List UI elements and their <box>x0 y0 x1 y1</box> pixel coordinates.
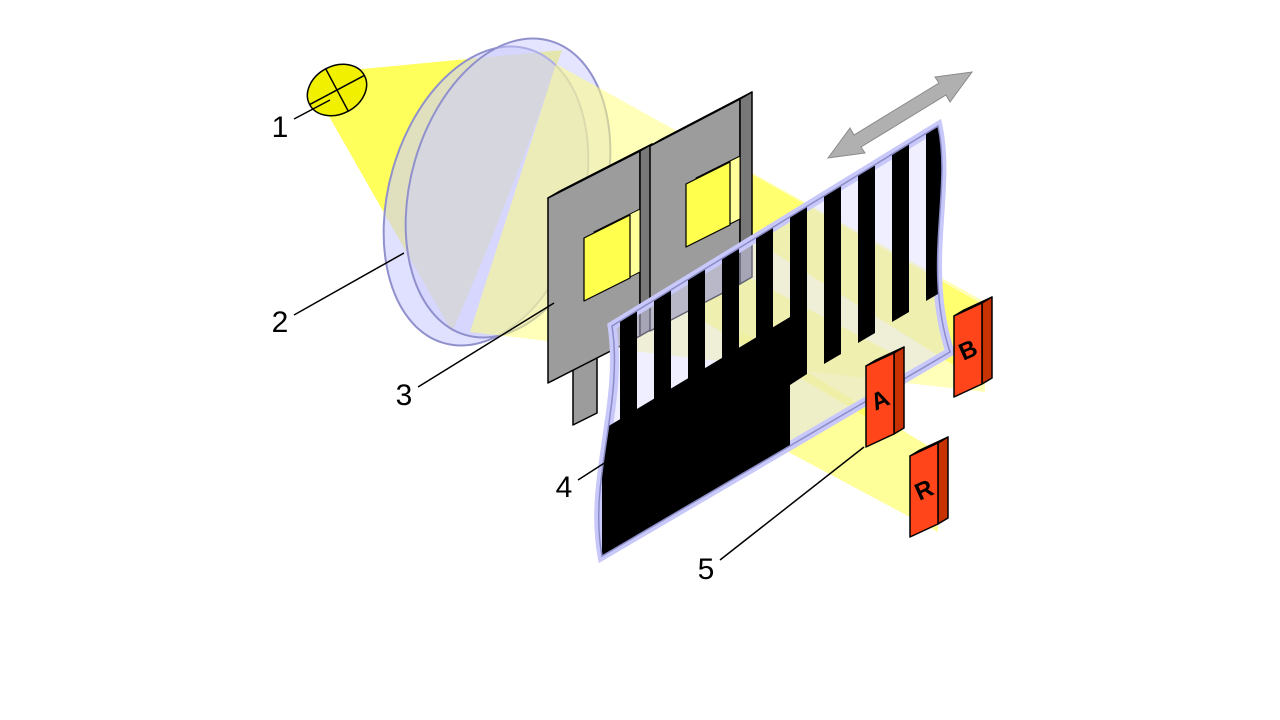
mask-window-left <box>583 214 631 302</box>
code-strip-outline <box>598 124 951 558</box>
mask-right-side <box>739 91 753 285</box>
stripe-bar <box>790 206 807 385</box>
stripe-bar <box>858 165 875 343</box>
callout-4: 4 <box>556 471 573 504</box>
callout-5: 5 <box>698 553 715 586</box>
detector-b-front <box>953 302 983 398</box>
callout-3: 3 <box>396 379 413 412</box>
leader-lines <box>293 99 865 561</box>
detector-r: R <box>909 436 949 538</box>
light-source-icon <box>306 63 368 117</box>
leader-line-4 <box>577 461 607 481</box>
detector-r-front <box>909 442 939 538</box>
leader-line-2 <box>293 252 405 316</box>
motion-arrow-icon <box>826 71 974 159</box>
detector-b: B <box>953 296 993 398</box>
mask-grating <box>547 91 753 426</box>
stripe-bar <box>824 186 841 364</box>
leader-line-5 <box>719 446 865 561</box>
code-strip-stripes <box>602 126 943 556</box>
callout-2: 2 <box>272 306 289 339</box>
stripe-bar <box>892 144 909 322</box>
mask-window-right <box>685 161 731 248</box>
callout-1: 1 <box>272 111 289 144</box>
detector-a: A <box>865 346 905 448</box>
code-strip-opaque-region <box>602 317 790 556</box>
detector-r-side <box>937 436 949 525</box>
leader-line-1 <box>293 99 331 120</box>
detector-a-side <box>893 346 905 435</box>
leader-line-3 <box>417 302 555 388</box>
detector-a-front <box>865 352 895 448</box>
detector-b-side <box>981 296 993 385</box>
